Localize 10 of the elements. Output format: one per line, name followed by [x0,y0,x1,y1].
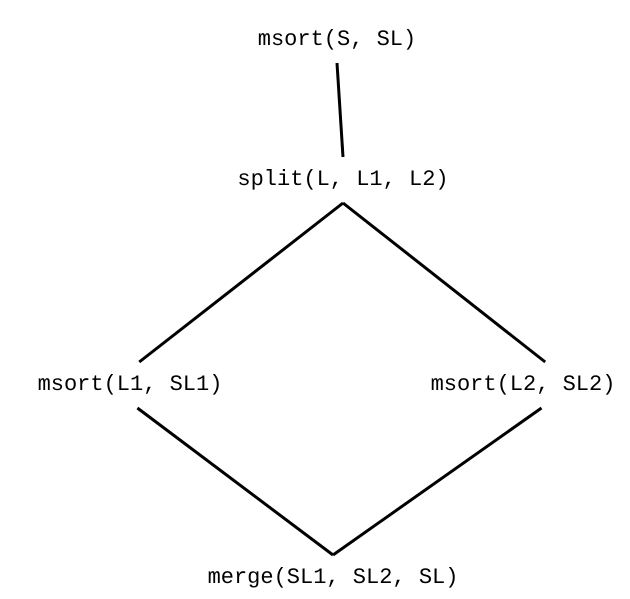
node-label: split(L, L1, L2) [237,169,449,191]
node-label: msort(L2, SL2) [430,374,616,396]
connector-line [136,406,334,556]
node-label: merge(SL1, SL2, SL) [208,567,458,589]
connector-line [336,62,344,158]
node-label: msort(S, SL) [258,29,416,51]
connector-line [332,406,542,556]
connector-line [138,202,344,364]
node-label: msort(L1, SL1) [38,374,222,396]
connector-line [342,202,546,364]
